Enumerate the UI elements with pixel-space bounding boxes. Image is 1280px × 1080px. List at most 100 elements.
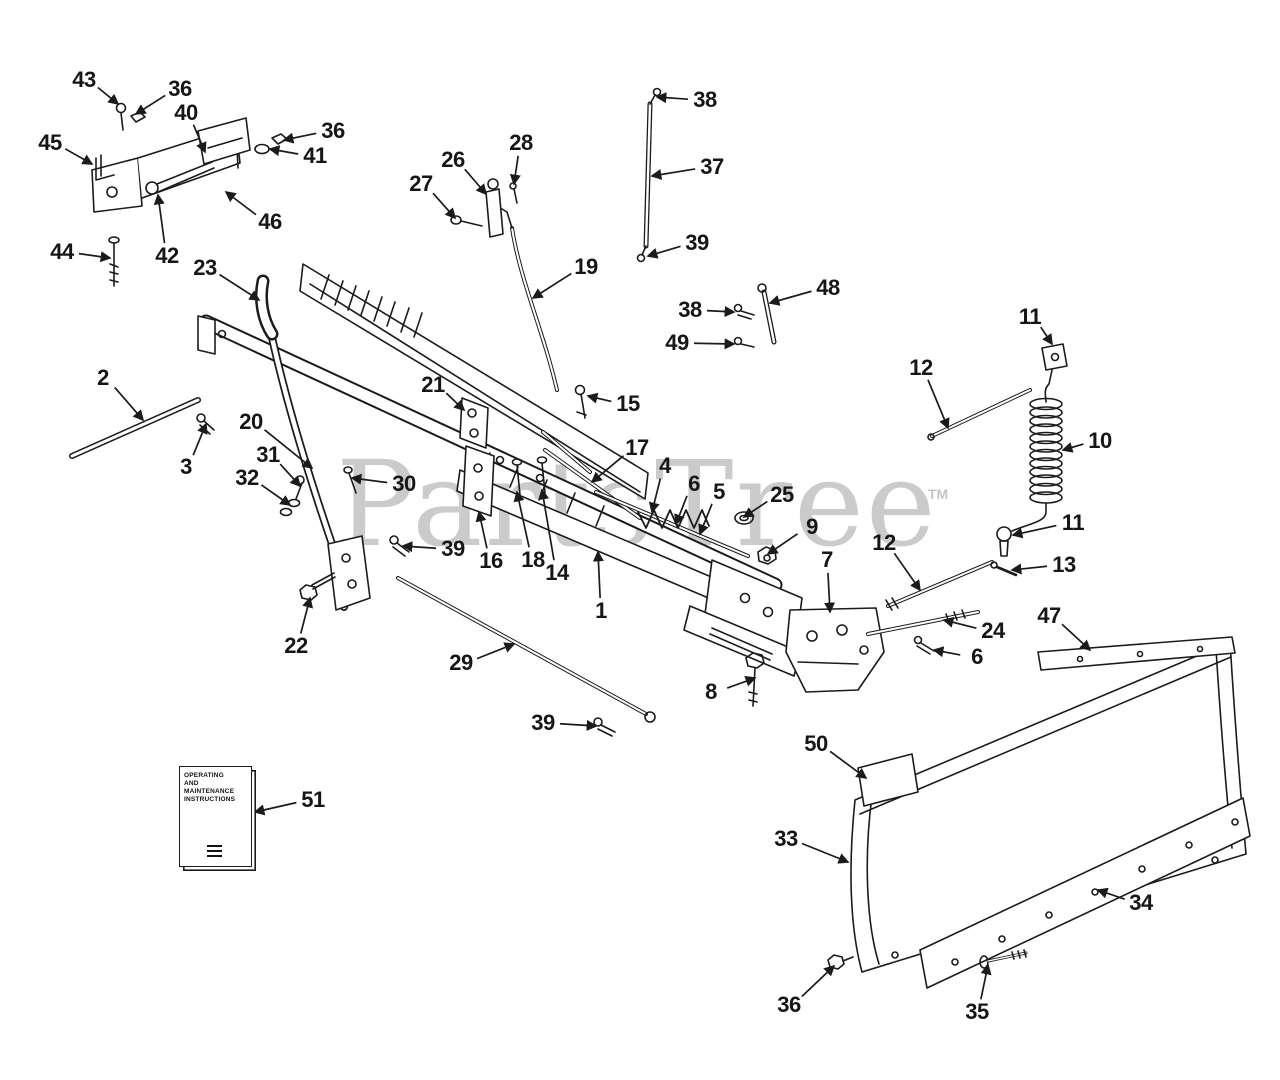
- callout-leader: [1096, 887, 1126, 901]
- callout-leader: [698, 503, 713, 536]
- callout-leader: [445, 392, 466, 412]
- callout-leader: [64, 148, 94, 165]
- callout-label: 5: [713, 479, 725, 504]
- callout-label: 41: [303, 143, 327, 168]
- callout-leader: [801, 842, 850, 864]
- callout-label: 45: [38, 130, 62, 155]
- callout-leader: [893, 552, 921, 592]
- callout-leader: [706, 305, 736, 318]
- callout-label: 34: [1129, 890, 1153, 915]
- callout-leader: [97, 86, 120, 106]
- callout-leader: [590, 455, 624, 484]
- callout-label: 11: [1061, 510, 1085, 535]
- callout-label: 26: [441, 147, 465, 172]
- part-rod-37: [636, 87, 662, 263]
- callout-leader: [932, 646, 961, 658]
- callout-label: 2: [97, 365, 109, 390]
- callout-label: 40: [174, 100, 198, 125]
- callout-label: 33: [774, 826, 798, 851]
- callout-label: 23: [193, 255, 217, 280]
- callout-label: 39: [685, 230, 709, 255]
- booklet-line: AND: [184, 780, 199, 787]
- callout-label: 11: [1018, 304, 1042, 329]
- callout-leader: [648, 478, 662, 514]
- callout-leader: [1040, 326, 1053, 346]
- callout-leader: [192, 422, 208, 456]
- callout-leader: [768, 290, 812, 306]
- callout-leader: [219, 273, 261, 301]
- callout-label: 39: [441, 536, 465, 561]
- callout-leader: [942, 616, 977, 629]
- booklet-line: MAINTENANCE: [184, 788, 235, 795]
- callout-label: 48: [816, 275, 840, 300]
- callout-leader: [282, 132, 317, 144]
- callout-leader: [538, 488, 555, 561]
- callout-leader: [586, 392, 612, 404]
- callout-leader: [432, 192, 457, 220]
- callout-leader: [766, 533, 798, 555]
- callout-leader: [1011, 524, 1057, 539]
- callout-label: 38: [693, 87, 717, 112]
- part-lift-handle: [254, 274, 410, 611]
- callout-label: 46: [258, 209, 282, 234]
- callout-leader: [401, 541, 437, 553]
- callout-label: 7: [821, 547, 833, 572]
- part-rod-29: [396, 576, 656, 737]
- part-hitch-bracket-assembly: [91, 102, 288, 287]
- callout-leader: [1061, 623, 1092, 652]
- callout-label: 24: [981, 618, 1005, 643]
- callout-leader: [350, 473, 388, 485]
- part-blade: [827, 636, 1251, 989]
- callout-label: 17: [625, 435, 649, 460]
- callout-leader: [134, 94, 166, 115]
- callout-leader: [1061, 442, 1084, 453]
- callout-label: 36: [777, 992, 801, 1017]
- callout-label: 51: [301, 787, 325, 812]
- callout-label: 31: [256, 442, 280, 467]
- callout-label: 42: [155, 243, 179, 268]
- callout-leader: [224, 190, 257, 216]
- callout-leader: [153, 193, 166, 244]
- watermark-tm: TM: [928, 486, 949, 502]
- callout-label: 25: [770, 482, 794, 507]
- callout-leader: [464, 168, 488, 196]
- callout-leader: [726, 676, 757, 689]
- callout-leader: [268, 145, 299, 157]
- callout-leader: [650, 168, 696, 180]
- callout-label: 37: [700, 154, 724, 179]
- booklet-line: OPERATING: [184, 772, 224, 779]
- callout-label: 20: [239, 409, 263, 434]
- callout-label: 50: [804, 731, 828, 756]
- callout-label: 14: [545, 560, 569, 585]
- callout-leader: [674, 495, 688, 526]
- callout-label: 6: [971, 644, 983, 669]
- callout-label: 8: [705, 679, 717, 704]
- callout-label: 4: [659, 453, 671, 478]
- callout-leader: [801, 964, 836, 998]
- part-rod-2: [69, 397, 215, 459]
- callout-label: 36: [321, 118, 345, 143]
- callout-leader: [475, 510, 488, 549]
- callout-leader: [509, 155, 521, 186]
- booklet-text: OPERATING AND MAINTENANCE INSTRUCTIONS: [184, 772, 247, 804]
- callout-leader: [253, 801, 297, 816]
- callout-label: 43: [72, 67, 96, 92]
- callout-label: 29: [449, 650, 473, 675]
- part-mid-brackets: [459, 384, 642, 520]
- booklet-line: INSTRUCTIONS: [184, 796, 236, 803]
- callout-leader: [476, 642, 516, 660]
- callout-leader: [927, 379, 950, 430]
- callout-label: 6: [688, 471, 700, 496]
- callout-label: 15: [616, 391, 640, 416]
- callout-label: 10: [1088, 428, 1112, 453]
- part-pivot-bracket-7: [745, 560, 1018, 707]
- callout-leader: [279, 463, 302, 488]
- callout-label: 49: [665, 330, 689, 355]
- callout-label: 36: [168, 76, 192, 101]
- callout-leader: [980, 963, 992, 1000]
- callout-leader: [192, 124, 207, 154]
- callout-leader: [78, 251, 112, 263]
